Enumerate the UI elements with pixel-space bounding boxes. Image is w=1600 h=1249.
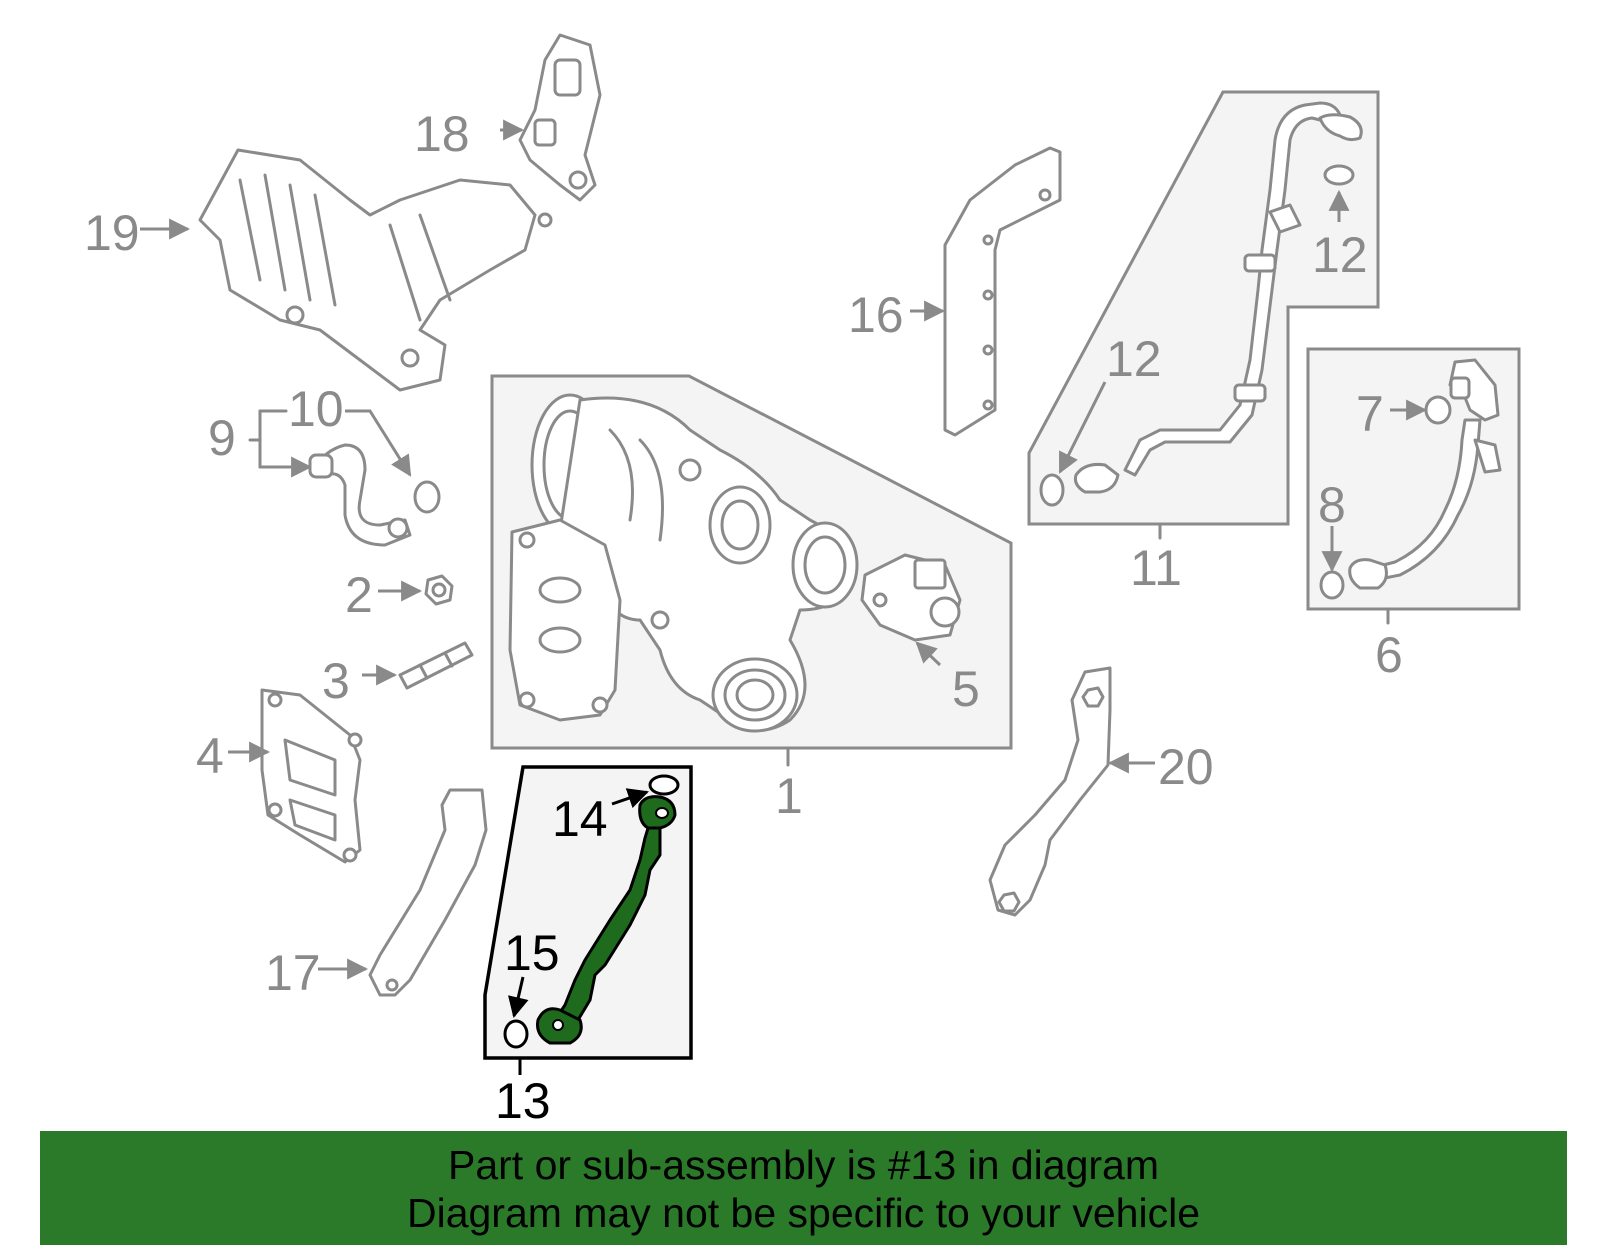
callout-7: 7 (1356, 386, 1384, 442)
gasket-4: 4 (196, 688, 363, 864)
callout-1: 1 (775, 768, 803, 824)
callout-10: 10 (288, 381, 344, 437)
info-banner: Part or sub-assembly is #13 in diagram D… (40, 1131, 1567, 1245)
actuator-part (860, 553, 962, 642)
oil-line-13-group: 14 15 13 (483, 765, 693, 1129)
callout-14: 14 (552, 791, 608, 847)
callout-8: 8 (1318, 477, 1346, 533)
callout-20: 20 (1158, 739, 1214, 795)
callout-15: 15 (504, 925, 560, 981)
callout-2: 2 (345, 567, 373, 623)
shield-strip-17: 17 (265, 788, 488, 1001)
callout-17: 17 (265, 945, 321, 1001)
oil-line-13-box (483, 765, 693, 1060)
callout-4: 4 (196, 728, 224, 784)
shield-16: 16 (848, 146, 1062, 437)
banner-line-2: Diagram may not be specific to your vehi… (406, 1190, 1200, 1236)
callout-13: 13 (495, 1073, 551, 1129)
banner-line-1: Part or sub-assembly is #13 in diagram (448, 1142, 1159, 1188)
heat-shield-19: 19 (84, 148, 553, 392)
turbocharger-part (508, 393, 859, 733)
hose-9-10: 9 10 (208, 381, 441, 547)
coolant-line-11-group: 12 12 11 (1027, 90, 1380, 596)
callout-18: 18 (414, 106, 470, 162)
callout-11: 11 (1130, 540, 1182, 596)
callout-6: 6 (1375, 627, 1403, 683)
callout-9: 9 (208, 410, 236, 466)
bracket-20: 20 (988, 666, 1214, 917)
coolant-line-6-group: 7 8 6 (1306, 347, 1521, 683)
nut-2: 2 (345, 567, 454, 623)
callout-3: 3 (322, 653, 350, 709)
coolant-line-11-box (1027, 90, 1380, 526)
callout-12a: 12 (1106, 331, 1162, 387)
callout-12b: 12 (1312, 227, 1368, 283)
bracket-18: 18 (414, 33, 602, 202)
callout-5: 5 (952, 661, 980, 717)
callout-19: 19 (84, 205, 140, 261)
callout-16: 16 (848, 287, 904, 343)
turbocharger-group: 5 1 (490, 374, 1013, 824)
stud-3: 3 (322, 641, 474, 709)
